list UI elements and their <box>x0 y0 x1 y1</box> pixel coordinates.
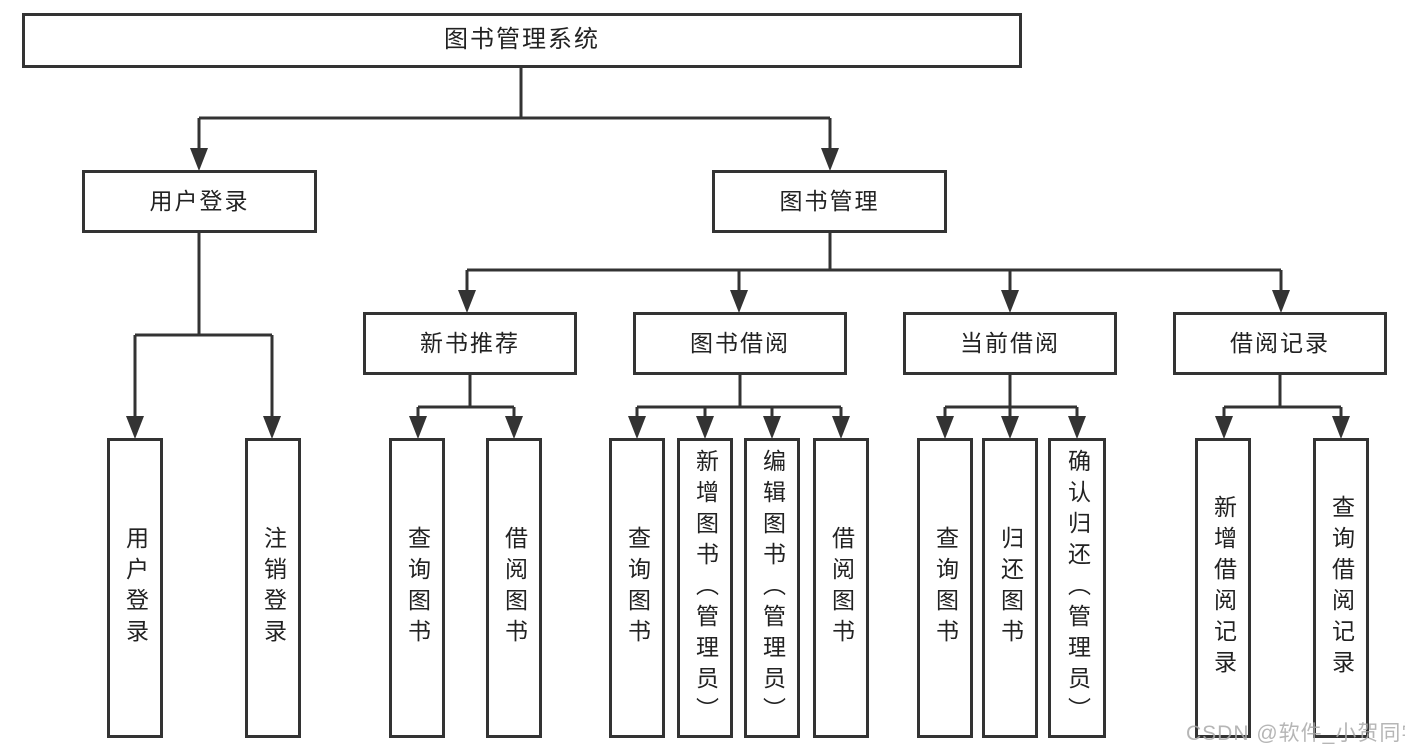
connector-user-login-children <box>133 233 274 420</box>
arrowhead-leaf-query-book-2 <box>628 416 646 439</box>
node-root: 图书管理系统 <box>22 13 1022 68</box>
connector-borrow-records-children <box>1222 375 1343 420</box>
leaf-add-book-admin: 新增图书（管理员） <box>677 438 733 738</box>
leaf-query-book-2: 查询图书 <box>609 438 665 738</box>
node-book-mgmt: 图书管理 <box>712 170 947 233</box>
connector-book-borrow-children <box>635 375 843 420</box>
connector-current-borrow-children <box>943 375 1079 420</box>
connector-book-mgmt-to-level3 <box>465 233 1283 294</box>
node-book-borrow: 图书借阅 <box>633 312 847 375</box>
leaf-borrow-book-1: 借阅图书 <box>486 438 542 738</box>
leaf-return-book: 归还图书 <box>982 438 1038 738</box>
arrowhead-leaf-query-book-1 <box>409 416 427 439</box>
arrowhead-leaf-query-record <box>1332 416 1350 439</box>
node-current-borrow: 当前借阅 <box>903 312 1117 375</box>
arrowhead-leaf-confirm-return <box>1068 416 1086 439</box>
leaf-query-book-1: 查询图书 <box>389 438 445 738</box>
arrowhead-leaf-borrow-book-1 <box>505 416 523 439</box>
leaf-add-borrow-record: 新增借阅记录 <box>1195 438 1251 738</box>
arrowhead-borrow-records <box>1272 290 1290 313</box>
arrowhead-new-book-rec <box>458 290 476 313</box>
arrowhead-user-login <box>190 148 208 171</box>
leaf-confirm-return-admin: 确认归还（管理员） <box>1048 438 1106 738</box>
arrowhead-leaf-borrow-book-2 <box>832 416 850 439</box>
leaf-logout: 注销登录 <box>245 438 301 738</box>
arrowhead-leaf-edit-book <box>763 416 781 439</box>
connector-root-to-level2 <box>197 68 832 152</box>
arrowhead-leaf-add-record <box>1215 416 1233 439</box>
watermark: CSDN @软件_小贺同学 <box>1186 722 1405 745</box>
node-new-book-rec: 新书推荐 <box>363 312 577 375</box>
connector-new-book-rec-children <box>416 375 516 420</box>
arrowhead-book-borrow <box>730 290 748 313</box>
arrowhead-leaf-query-book-3 <box>936 416 954 439</box>
leaf-query-borrow-record: 查询借阅记录 <box>1313 438 1369 738</box>
arrowhead-book-mgmt <box>821 148 839 171</box>
arrowhead-leaf-add-book <box>696 416 714 439</box>
node-user-login: 用户登录 <box>82 170 317 233</box>
arrowhead-leaf-user-login <box>126 416 144 439</box>
arrowhead-leaf-return-book <box>1001 416 1019 439</box>
leaf-user-login: 用户登录 <box>107 438 163 738</box>
node-borrow-records: 借阅记录 <box>1173 312 1387 375</box>
arrowhead-leaf-logout <box>263 416 281 439</box>
arrowhead-current-borrow <box>1001 290 1019 313</box>
leaf-query-book-3: 查询图书 <box>917 438 973 738</box>
leaf-borrow-book-2: 借阅图书 <box>813 438 869 738</box>
leaf-edit-book-admin: 编辑图书（管理员） <box>744 438 800 738</box>
